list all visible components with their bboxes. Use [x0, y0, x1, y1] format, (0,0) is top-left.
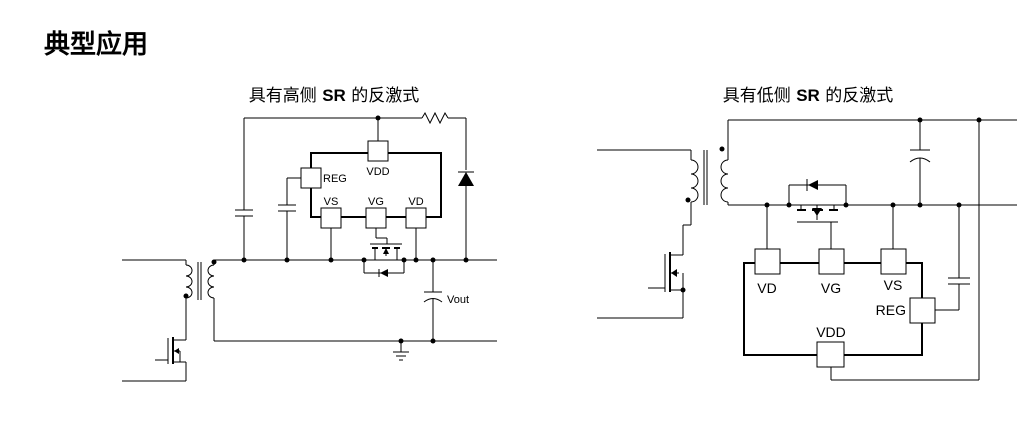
right-pin-vs-label: VS — [884, 277, 903, 293]
left-pin-vd-label: VD — [408, 196, 423, 208]
left-pin-vd — [405, 207, 427, 229]
right-pin-vg-label: VG — [821, 280, 841, 296]
left-diagram-caption: 具有高侧 SR 的反激式 — [249, 86, 419, 106]
left-pin-vdd-label: VDD — [366, 166, 389, 178]
right-diagram-caption: 具有低侧 SR 的反激式 — [723, 86, 893, 106]
left-sr-mosfet — [363, 243, 405, 277]
section-title: 典型应用 — [44, 30, 149, 60]
right-pin-vg — [818, 248, 845, 275]
right-pin-reg — [909, 297, 936, 324]
right-reg-capacitor — [935, 205, 970, 311]
left-pin-vg — [365, 207, 387, 229]
right-secondary-winding — [719, 120, 729, 205]
right-sr-mosfet — [788, 179, 847, 232]
right-pin-vs — [880, 248, 907, 275]
left-pin-vs — [320, 207, 342, 229]
right-pin-vdd — [816, 341, 845, 368]
right-pin-vd — [754, 248, 781, 275]
left-ground-symbol — [393, 341, 409, 361]
right-pin-vd-label: VD — [757, 280, 776, 296]
right-primary-mosfet — [597, 252, 686, 319]
left-pin-reg — [300, 167, 322, 189]
left-reg-capacitor — [278, 177, 301, 260]
left-primary-mosfet — [122, 312, 187, 382]
right-pin-vdd-label: VDD — [816, 324, 846, 340]
left-resistor — [421, 111, 449, 125]
left-pin-vg-label: VG — [368, 196, 384, 208]
right-primary-winding — [597, 149, 699, 255]
left-pin-vs-label: VS — [324, 196, 339, 208]
right-diagram-low-side-sr-flyback: 具有低侧 SR 的反激式 — [597, 86, 1017, 381]
left-vout-capacitor — [423, 260, 443, 341]
right-pin-reg-label: REG — [876, 302, 906, 318]
left-pin-vdd — [367, 140, 389, 162]
left-vout-label: Vout — [447, 294, 469, 306]
right-output-capacitor — [909, 120, 931, 205]
left-secondary-winding — [207, 259, 217, 341]
left-vdd-capacitor — [235, 209, 253, 260]
left-pin-reg-label: REG — [323, 173, 347, 185]
left-output-diode — [458, 172, 474, 186]
left-diagram-high-side-sr-flyback: 具有高侧 SR 的反激式 — [122, 86, 497, 382]
left-primary-winding — [122, 259, 193, 312]
